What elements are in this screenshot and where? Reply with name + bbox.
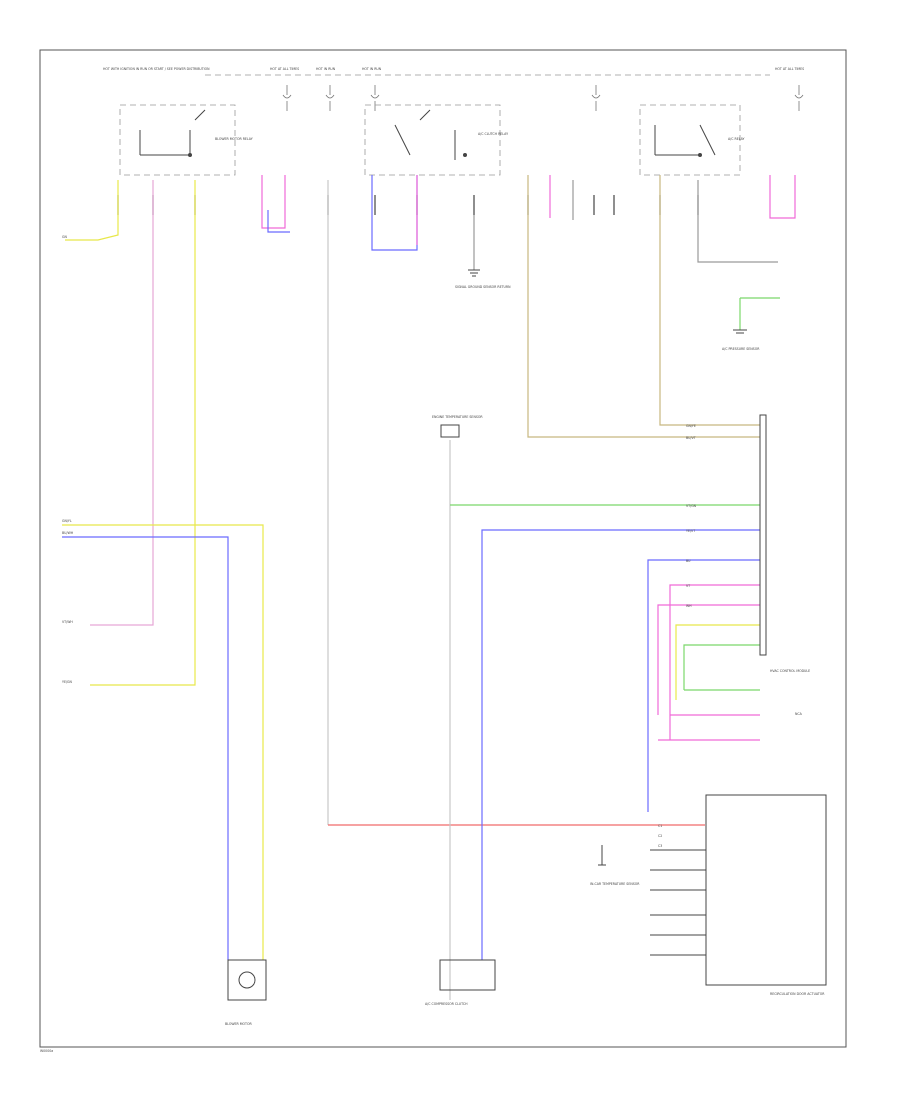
wire-blue-left [62,536,229,960]
tag-ye-vt: YE/VT [686,529,695,533]
module-pin-lines [650,849,706,956]
blower-motor-box [227,959,267,1001]
hvac-module-connector [759,414,767,656]
fuses [282,85,804,111]
relays: BLOWER MOTOR RELAY A/C CLUTCH RELAY A/C … [119,104,745,176]
ground-mid-label: SIGNAL GROUND SENSOR RETURN [455,285,511,289]
wire-pink-left [90,180,154,626]
tag-gn-yl: GN/YL [62,519,72,523]
relay-node-3 [698,153,702,157]
connector-row [117,195,699,215]
wire-yellow-long [90,180,196,686]
tag-c3: C3 [658,844,662,848]
tag-wh: WH [686,604,692,608]
engine-sensor-label: ENGINE TEMPERATURE SENSOR [432,415,483,419]
hot-in-run-label-1: HOT IN RUN [316,67,336,71]
ac-relay-contacts [654,124,716,156]
wire-tags: GN/YL BU/WH VT/WH YE/GN GN GN/YE BU/VT V… [62,235,803,848]
wire-green-right [683,644,760,690]
ac-relay-label: A/C RELAY [728,137,745,141]
hot-at-all-times-label-1: HOT AT ALL TIMES [270,67,299,71]
nca-note: NCA [795,712,803,716]
blower-relay-contacts [139,109,206,156]
ac-pressure-sensor-symbol [733,329,747,334]
hot-in-run-label-2: HOT IN RUN [362,67,382,71]
bottom-right-module-label: RECIRCULATION DOOR ACTUATOR [770,992,825,996]
wire-yellow-left [65,180,119,241]
ac-relay-box [639,104,741,176]
bottom-right-module [705,794,827,986]
wire-yellow-green-left [62,524,264,960]
tag-c2: C2 [658,834,662,838]
engine-temp-sensor-box [440,424,460,438]
wire-tan-2 [659,175,760,426]
fuse-1 [282,85,292,111]
tag-ye-gn: YE/GN [62,680,73,684]
wire-gray-right-2 [697,180,778,263]
power-dist-label: HOT WITH IGNITION IN RUN OR START / SEE … [103,67,210,71]
ac-clutch-relay-contacts [394,109,456,160]
wires [62,175,796,1000]
tag-bu-wh: BU/WH [62,531,74,535]
ac-clutch-box [439,959,496,991]
tag-vt-gn: VT/GN [686,504,697,508]
wire-yellow-right [675,624,760,700]
wire-blue-loop-2 [371,175,418,251]
blower-motor-label: BLOWER MOTOR [225,1022,252,1026]
blower-motor-symbol [238,971,256,989]
ac-clutch-relay-label: A/C CLUTCH RELAY [478,132,508,136]
hvac-module-label: HVAC CONTROL MODULE [770,669,810,673]
page-ref: W0000a [40,1049,53,1053]
ac-pressure-sensor-label: A/C PRESSURE SENSOR [722,347,760,351]
tag-ye: GN [62,235,67,239]
fuse-3 [370,85,380,111]
tag-bu: BU [686,559,691,563]
interior-temp-ground [598,845,606,866]
tag-c1: C1 [658,824,662,828]
blower-relay-label: BLOWER MOTOR RELAY [215,137,253,141]
blower-relay-box [119,104,236,176]
diagram-frame [39,49,847,1048]
fuse-4 [591,85,601,111]
wire-pink-loop-right [769,175,796,219]
tag-gn-ye: GN/YE [686,424,696,428]
interior-temp-label: IN-CAR TEMPERATURE SENSOR [590,882,640,886]
hot-at-all-times-label-2: HOT AT ALL TIMES [775,67,804,71]
ground-symbol-mid [468,269,480,277]
fuse-5 [794,85,804,111]
wire-pink-right [669,584,760,740]
ac-clutch-label: A/C COMPRESSOR CLUTCH [425,1002,468,1006]
wire-blue-mid [481,529,760,960]
relay-node-1 [188,153,192,157]
fuse-2 [325,85,335,111]
power-labels: HOT WITH IGNITION IN RUN OR START / SEE … [103,67,804,76]
wire-green-sensor [739,297,780,330]
wire-pink-loop-1 [261,175,286,229]
wire-tan-1 [527,175,760,438]
tag-bu-vt: BU/VT [686,436,696,440]
relay-node-2 [463,153,467,157]
ac-clutch-relay-box [364,104,501,176]
wire-pink-right-2 [657,604,760,715]
tag-vt: VT [686,584,690,588]
wire-blue-loop-1 [267,210,290,233]
tag-vt-wh: VT/WH [62,620,73,624]
components: ENGINE TEMPERATURE SENSOR SIGNAL GROUND … [225,269,827,1026]
wire-blue-right [647,559,760,812]
